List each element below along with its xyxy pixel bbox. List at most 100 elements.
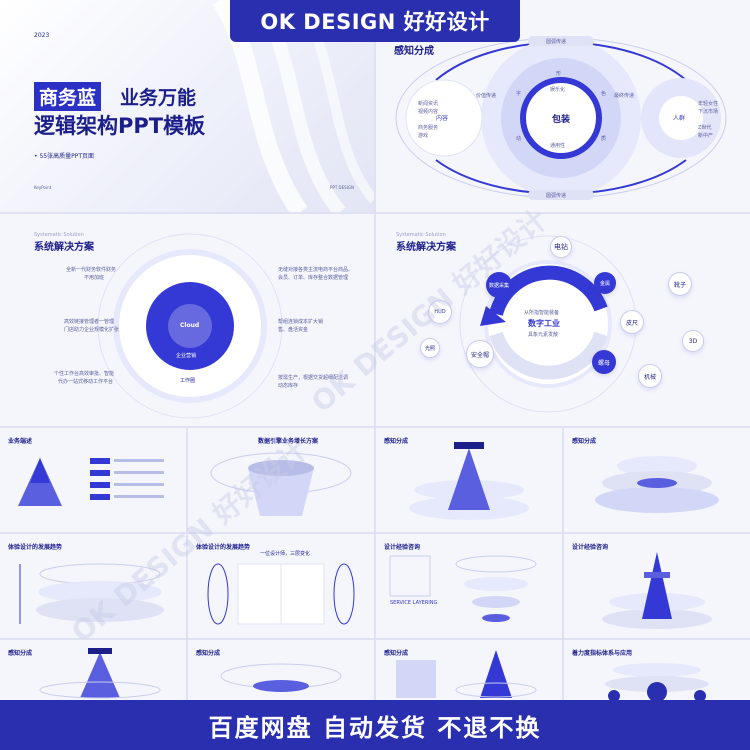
slide-r4-3[interactable]: 设计经验咨询 SERVICE LAYERING xyxy=(376,534,562,638)
node-1: 数据采集 xyxy=(486,272,512,298)
perception-diagram xyxy=(395,36,727,200)
bracket-diagram xyxy=(207,563,355,625)
slide-r5-3[interactable]: 感知分成 xyxy=(376,640,562,700)
slide-perception[interactable]: 感知分成 包装 内容 人群 形 字 色 动 质 娱乐化 通用性 圆弧传递 圆弧传… xyxy=(376,0,750,212)
slide-r3-4[interactable]: 感知分成 xyxy=(564,428,750,532)
node-7: 光照 xyxy=(420,338,440,358)
left-item-0: 新闻资讯 xyxy=(418,101,439,107)
perception-left: 内容 xyxy=(436,115,449,122)
right-note-1: 会员、订单、库存整合数据管理 xyxy=(278,275,349,281)
slide-r4-1[interactable]: 体验设计的发展趋势 xyxy=(0,534,186,638)
slide4-title-text: 系统解决方案 xyxy=(396,242,456,253)
hero-footer-right: PPT DESIGN xyxy=(330,185,354,190)
layer-diagram xyxy=(595,456,719,513)
r5-3-title: 感知分成 xyxy=(384,650,409,657)
slide-r5-1[interactable]: 感知分成 xyxy=(0,640,186,700)
ring-label-3: 动 xyxy=(516,136,522,142)
tag-2: 价值传递 xyxy=(476,93,497,99)
hero-sub: • 55张高质量PPT页面 xyxy=(34,153,94,160)
trend-diagram xyxy=(19,563,164,624)
right-item-2: Z世代 xyxy=(698,125,712,131)
left-note-4: 个性工作台高效审批、智能 xyxy=(54,371,115,377)
node-4: HUD xyxy=(428,300,452,324)
node-3: 靴子 xyxy=(668,272,692,296)
r5-1-title: 感知分成 xyxy=(8,650,33,657)
cloud-diagram xyxy=(97,233,283,419)
r5-2-title: 感知分成 xyxy=(196,650,221,657)
pyramid-diagram xyxy=(18,458,164,506)
arrow-diagram xyxy=(39,648,161,699)
industry-main: 数字工业 xyxy=(528,319,560,328)
slide3-sub: Systematic Solution xyxy=(34,232,84,238)
funnel-rings-diagram xyxy=(389,555,537,622)
ring-label-2: 色 xyxy=(601,91,607,97)
r5-4-title: 着力度指标体系与应用 xyxy=(572,650,633,657)
r4-2-sub: 一位设计师，三层变化 xyxy=(260,551,311,557)
slide-r5-2[interactable]: 感知分成 xyxy=(188,640,374,700)
left-item-2: 商务服务 xyxy=(418,125,439,131)
pillar-diagram xyxy=(605,663,709,700)
right-note-2: 帮组连锁成本扩大销 xyxy=(278,319,324,325)
left-note-2: 高效链接管理者一管理 xyxy=(64,319,115,325)
r3-1-title: 业务端述 xyxy=(8,438,33,445)
industry-sub2: 具象元素发散 xyxy=(528,332,559,338)
cloud-ring-1: 工作圈 xyxy=(180,378,196,384)
node-10: 机械 xyxy=(638,364,662,388)
left-note-0: 全新一代财务软件财务 xyxy=(66,267,117,273)
left-item-1: 视频内容 xyxy=(418,109,439,115)
ring-label-5: 娱乐化 xyxy=(550,87,566,93)
slide-r3-2[interactable]: 数据引擎业务增长方案 xyxy=(188,428,374,532)
slide4-sub: Systematic Solution xyxy=(396,232,446,238)
arrow-stack-diagram xyxy=(409,442,529,520)
slide2-title: 感知分成 xyxy=(394,46,434,57)
slide-r3-3[interactable]: 感知分成 xyxy=(376,428,562,532)
tag-0: 圆弧传递 xyxy=(546,39,567,45)
ring-label-0: 形 xyxy=(556,71,562,77)
right-note-5: 动态库存 xyxy=(278,383,299,389)
left-item-3: 游戏 xyxy=(418,133,429,139)
r4-3-title: 设计经验咨询 xyxy=(384,544,421,551)
cylinder-diagram xyxy=(396,650,537,698)
arrow-layers-diagram xyxy=(602,552,712,629)
node-8: 安全帽 xyxy=(466,340,494,368)
perception-center: 包装 xyxy=(552,115,571,125)
bottom-banner: 百度网盘 自动发货 不退不换 xyxy=(0,700,750,750)
right-item-3: 新中产 xyxy=(698,133,714,139)
left-note-3: 门店助力企业规模化扩张 xyxy=(64,327,120,333)
tag-3: 最终传递 xyxy=(614,93,635,99)
left-note-5: 代办一站式移动工作平台 xyxy=(58,379,114,385)
slide-r4-2[interactable]: 体验设计的发展趋势 一位设计师，三层变化 xyxy=(188,534,374,638)
left-note-1: 不用加班 xyxy=(84,275,105,281)
right-note-4: 按需生产，根据交货超细配送调 xyxy=(278,375,349,381)
funnel-diagram xyxy=(210,452,352,516)
hero-title-1: 业务万能 xyxy=(120,87,197,109)
service-layering: SERVICE LAYERING xyxy=(390,600,438,606)
hero-title-2: 逻辑架构PPT模板 xyxy=(34,114,206,138)
node-0: 电钻 xyxy=(550,236,572,258)
ring-label-4: 质 xyxy=(601,136,607,142)
ring-label-6: 通用性 xyxy=(550,143,566,149)
tag-1: 圆弧传递 xyxy=(546,193,567,199)
ellipse-diagram xyxy=(220,663,342,692)
perception-right: 人群 xyxy=(673,115,686,122)
node-5: 皮尺 xyxy=(620,310,644,334)
right-item-0: 年轻女性 xyxy=(698,101,719,107)
r3-2-title: 数据引擎业务增长方案 xyxy=(258,438,319,445)
ring-label-1: 字 xyxy=(516,91,522,97)
hero-sub-text: 55张高质量PPT页面 xyxy=(39,153,94,160)
slide-r3-1[interactable]: 业务端述 xyxy=(0,428,186,532)
slide3-title-text: 系统解决方案 xyxy=(34,242,94,253)
r3-3-title: 感知分成 xyxy=(384,438,409,445)
hero-tag: 商务蓝 xyxy=(34,82,102,111)
r4-2-title: 体验设计的发展趋势 xyxy=(196,544,251,551)
node-6: 3D xyxy=(682,330,704,352)
right-note-3: 售、盘活资金 xyxy=(278,327,309,333)
slide-r4-4[interactable]: 设计经验咨询 xyxy=(564,534,750,638)
industry-sub: 从所指智能装备 xyxy=(524,310,560,316)
slide-digital-industry[interactable]: Systematic Solution 系统解决方案 数字工业 从所指智能装备 具… xyxy=(376,214,750,426)
node-2: 金属 xyxy=(594,272,616,294)
slide4-title: Systematic Solution 系统解决方案 xyxy=(396,232,456,253)
slide-r5-4[interactable]: 着力度指标体系与应用 xyxy=(564,640,750,700)
r4-4-title: 设计经验咨询 xyxy=(572,544,609,551)
